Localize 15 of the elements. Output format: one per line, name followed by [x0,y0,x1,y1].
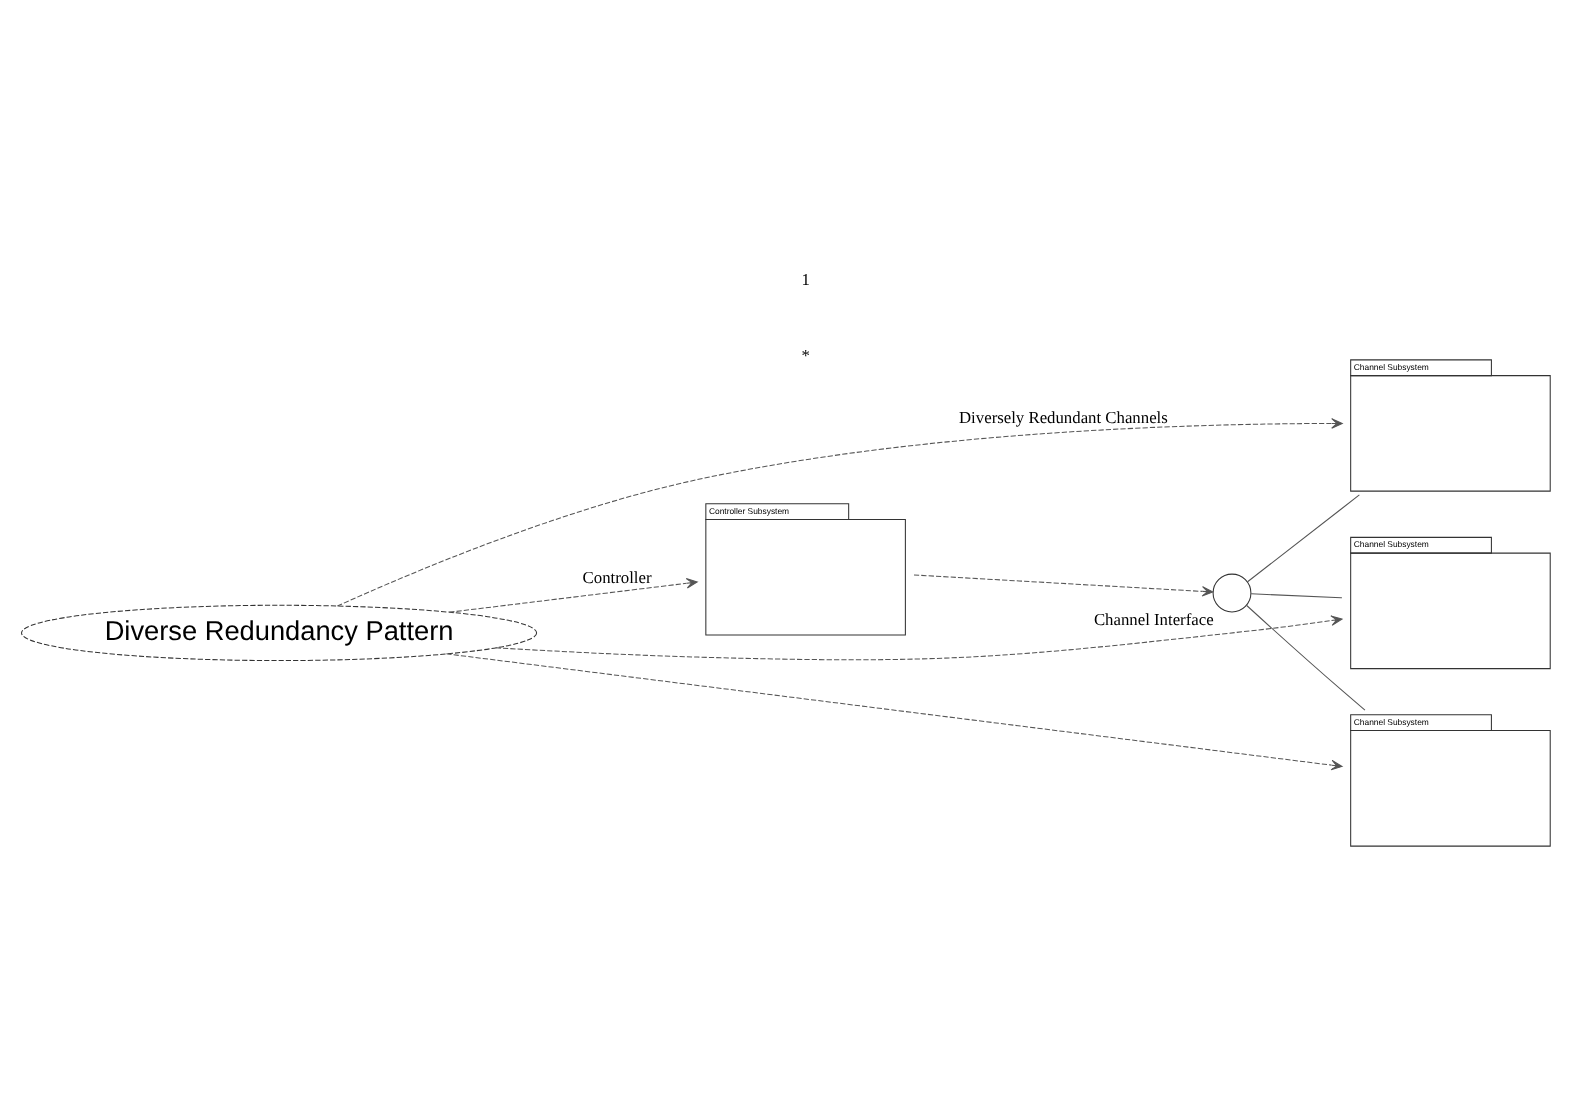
node-label: Channel Interface [1093,610,1214,629]
arrow [336,417,1343,606]
connector [1246,604,1366,710]
connector [1247,493,1360,582]
arrow [445,652,1343,770]
arrow [913,573,1214,596]
edge-label: Controller [582,568,652,587]
label: * [801,345,810,364]
arrow [448,577,698,612]
node-ellipse: Diverse Redundancy Pattern [21,603,538,661]
node-circle [1212,572,1252,612]
edge-label: Diversely Redundant Channels [959,407,1168,426]
connector [1250,592,1343,598]
arrow [495,614,1343,660]
label: 1 [801,270,810,289]
